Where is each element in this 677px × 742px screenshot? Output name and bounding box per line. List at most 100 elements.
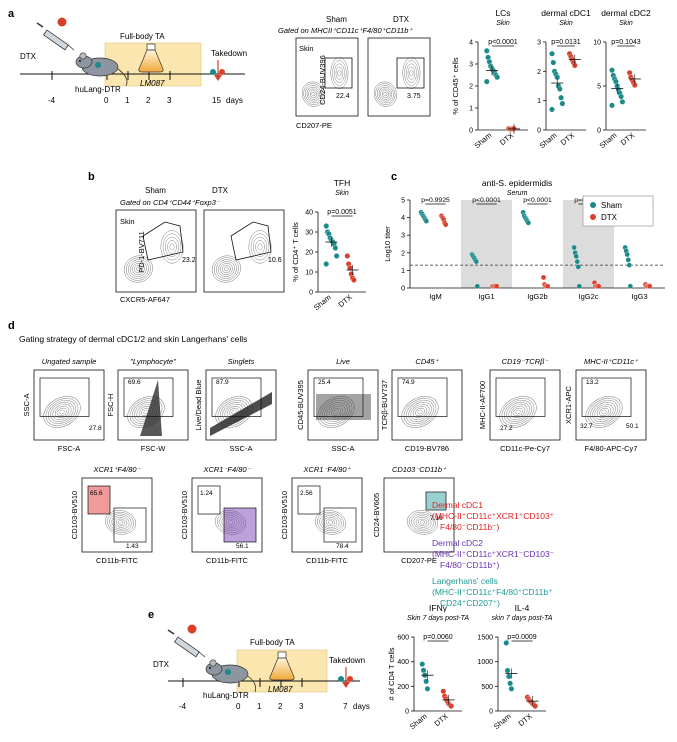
data-point [596, 283, 602, 289]
timepoint-dot-icon [219, 69, 225, 75]
y-axis-label: # of CD4 T cells [387, 647, 396, 700]
dtx-label: DTX [153, 660, 170, 669]
density-contour [301, 81, 325, 107]
data-point [575, 264, 581, 270]
day-label: 0 [236, 702, 241, 711]
gate-title: XCR1⁻F4/80⁻ [202, 465, 251, 474]
data-point [626, 262, 632, 268]
legend-marker [590, 202, 596, 208]
density-contour [501, 398, 535, 426]
day-label: 1 [257, 702, 262, 711]
density-contour [225, 518, 236, 527]
density-contour [373, 81, 397, 107]
panel-a: a DTX huLan [8, 8, 431, 130]
density-contour [50, 402, 74, 422]
gate-box [113, 507, 147, 543]
data-point [609, 67, 615, 74]
density-contour [125, 257, 151, 281]
gate-percent: 32.7 [580, 423, 593, 430]
density-contour [253, 236, 267, 257]
gate-box [297, 485, 321, 515]
plot-frame [367, 37, 431, 117]
y-tick-label: 400 [397, 659, 409, 666]
lc-title: Langerhans' cells [432, 576, 498, 586]
data-point [545, 283, 551, 289]
chart-subtitle: Skin [496, 20, 510, 27]
y-tick-label: 4 [469, 40, 473, 47]
density-contour [52, 403, 72, 421]
density-contour [415, 517, 430, 528]
gate-percent: 13.2 [586, 379, 599, 386]
data-point [625, 257, 631, 263]
y-tick-label: 500 [481, 684, 493, 691]
panel-letter: a [8, 8, 15, 20]
day-label: 2 [278, 702, 283, 711]
gating-label: Gated on MHCII⁺CD11c⁺F4/80⁺CD11b⁺ [278, 26, 413, 35]
flow-dtx-label: DTX [393, 15, 410, 24]
density-contour [319, 398, 353, 426]
gate-polygon [230, 221, 272, 261]
y-tick-label: 4 [401, 215, 405, 222]
data-point [420, 667, 427, 674]
density-fill [316, 394, 371, 420]
axis-x-label: F4/80-APC-Cy7 [585, 444, 638, 453]
density-contour [162, 233, 182, 261]
axis-x-label: CD207-PE [401, 556, 437, 565]
density-contour [333, 63, 345, 83]
data-point [474, 283, 480, 289]
data-point [333, 253, 340, 259]
density-contour [219, 513, 242, 532]
density-contour [330, 57, 349, 89]
gate-percent: 1.24 [200, 490, 213, 497]
data-point [423, 678, 429, 685]
gate-title: CD19⁻TCRβ⁻ [502, 357, 550, 366]
density-contour [417, 518, 428, 527]
y-axis-label: % of CD45⁺ cells [451, 57, 460, 115]
density-contour [405, 63, 417, 83]
p-value: p<0.0001 [472, 197, 501, 204]
plot-frame [191, 477, 263, 553]
data-point [503, 640, 510, 646]
plot-frame [383, 477, 455, 553]
density-contour [317, 396, 355, 428]
density-contour [136, 266, 141, 272]
density-contour [215, 259, 237, 279]
compound-label: LM087 [268, 685, 293, 694]
data-point [323, 223, 330, 229]
y-tick-label: 0 [309, 290, 313, 297]
density-contour [250, 233, 270, 261]
data-point [573, 253, 579, 259]
density-contour [115, 518, 126, 527]
p-value: p<0.0001 [523, 197, 552, 204]
data-point [332, 245, 339, 251]
y-tick-label: 2 [469, 84, 473, 91]
density-contour [118, 520, 123, 525]
gate-percent: 56.1 [236, 543, 249, 550]
data-point [483, 78, 490, 85]
gate-box [197, 485, 221, 515]
plot-frame [33, 369, 105, 441]
density-contour [134, 265, 143, 274]
day-label: 1 [125, 96, 130, 105]
density-fill [210, 392, 272, 436]
density-contour [375, 83, 396, 105]
density-contour [221, 515, 240, 530]
density-contour [167, 240, 177, 254]
category-label: DTX [498, 131, 515, 148]
dtx-dot-icon [187, 624, 197, 634]
gate-percent: 7.16 [430, 515, 443, 522]
data-point [549, 50, 555, 57]
panel-b: b Sham DTX Gated on CD4⁺CD44⁺Foxp3⁻ Skin… [88, 171, 285, 304]
gate-percent: 3.75 [407, 93, 421, 100]
density-contour [220, 400, 248, 424]
density-contour [132, 263, 145, 275]
density-contour [410, 403, 430, 421]
flow-y-label: CD24-BUV396 [318, 55, 327, 105]
gate-label: Skin [120, 217, 135, 226]
plot-frame [81, 477, 153, 553]
density-contour [224, 266, 229, 272]
